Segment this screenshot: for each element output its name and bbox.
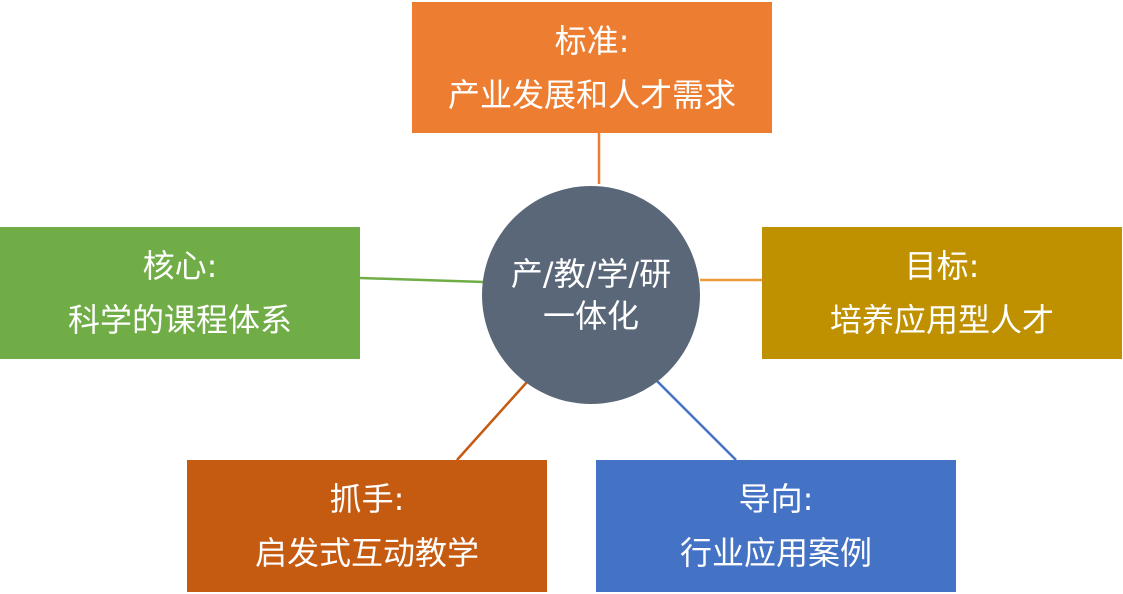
connector-bottom-right: [651, 375, 737, 461]
node-standard-text: 产业发展和人才需求: [447, 75, 736, 114]
hub-circle: 产/教/学/研 一体化: [482, 186, 700, 404]
node-lever-title: 抓手:: [329, 480, 405, 518]
node-goal-title: 目标:: [904, 247, 980, 285]
node-standard: 标准: 产业发展和人才需求: [412, 2, 772, 133]
node-core-title: 核心:: [142, 247, 218, 285]
node-orientation-text: 行业应用案例: [679, 534, 872, 572]
node-goal: 目标: 培养应用型人才: [762, 227, 1122, 359]
node-core: 核心: 科学的课程体系: [0, 227, 360, 359]
hub-label-line2: 一体化: [542, 297, 639, 335]
node-lever: 抓手: 启发式互动教学: [187, 460, 547, 592]
node-lever-text: 启发式互动教学: [254, 534, 479, 572]
connector-left: [359, 276, 485, 284]
hub-label-line1: 产/教/学/研: [510, 255, 672, 293]
node-standard-title: 标准:: [554, 21, 630, 60]
node-orientation-title: 导向:: [738, 480, 814, 518]
node-orientation: 导向: 行业应用案例: [596, 460, 956, 592]
node-goal-text: 培养应用型人才: [829, 301, 1054, 339]
connector-bottom-left: [456, 381, 528, 461]
node-core-text: 科学的课程体系: [67, 301, 292, 339]
